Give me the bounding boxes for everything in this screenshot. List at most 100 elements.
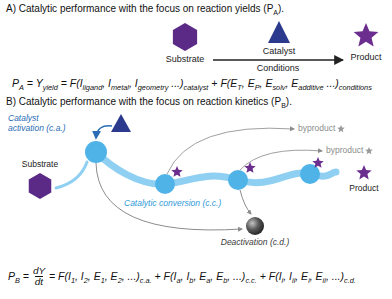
product-star	[356, 165, 371, 179]
formula-term: , E	[260, 77, 273, 89]
formula-term: , E	[210, 270, 223, 282]
deactivated-ball	[246, 217, 264, 235]
formula-subscript: a	[176, 276, 180, 285]
node-label: Deactivation (c.d.)	[221, 238, 290, 248]
formula-subscript: 1	[101, 276, 105, 285]
product-star	[171, 166, 182, 177]
node-label: Substrate	[166, 54, 205, 64]
edge-label: Conditions	[257, 63, 300, 73]
formula-subscript: b	[189, 276, 193, 285]
node-label: Product	[350, 52, 381, 62]
byproduct-path	[167, 128, 294, 174]
byproduct-star	[366, 147, 374, 154]
byproduct-star	[338, 125, 346, 132]
formula-term: , ...)	[122, 270, 140, 282]
formula-subscript: c.c.	[245, 276, 256, 285]
label-text: ).	[286, 96, 292, 107]
label-text: Catalyst activation (c.a.)	[8, 113, 66, 133]
catalyst-circle	[85, 141, 107, 163]
label-text: B) Catalytic performance with the focus …	[6, 96, 281, 107]
formula-term: , E	[193, 270, 206, 282]
catalyst-triangle	[111, 114, 131, 132]
formula-term: , ...)	[326, 270, 344, 282]
byproduct-star	[364, 146, 374, 156]
formula-subscript: yield	[43, 83, 58, 92]
formula-subscript: P	[255, 83, 260, 92]
formula-subscript: b	[223, 276, 227, 285]
formula-subscript: c.a.	[140, 276, 152, 285]
formula-term: ...)	[168, 77, 183, 89]
formula-subscript: ligand	[83, 83, 103, 92]
formula-subscript: B	[15, 276, 20, 285]
panel-title: B) Catalytic performance with the focus …	[6, 96, 292, 110]
label-text: A) Catalytic performance with the focus …	[6, 3, 273, 14]
byproduct-node: byproduct	[326, 146, 374, 156]
formula-subscript: catalyst	[184, 83, 209, 92]
formula-term: , I	[181, 270, 190, 282]
formula-subscript: 2	[118, 276, 122, 285]
kinetics-formula: PB = dYdt = F(I1, I2, E1, E2, ...)c.a. +…	[8, 266, 356, 288]
formula-term: , I	[75, 270, 84, 282]
formula-subscript: 1	[71, 276, 75, 285]
formula-term: + F(E	[208, 77, 237, 89]
formula-term: , E	[88, 270, 101, 282]
substrate-node: Substrate	[160, 22, 210, 64]
activation-arrow	[96, 126, 112, 138]
reaction-arrow	[213, 59, 343, 60]
formula-subscript: A	[19, 83, 24, 92]
substrate-entry	[56, 162, 87, 188]
formula-term: , E	[310, 270, 323, 282]
catalyst-circle	[155, 174, 175, 194]
yield-formula: PA = Yyield = F(Iligand, Imetal, Igeomet…	[12, 77, 372, 93]
formula-term: =	[20, 270, 32, 282]
formula-term: = F(I	[46, 270, 71, 282]
substrate-hexagon	[26, 172, 54, 200]
product-star	[354, 23, 379, 47]
conversion-path	[96, 152, 336, 184]
deactivation-node: Deactivation (c.d.)	[220, 216, 290, 248]
formula-subscript: solv	[272, 83, 285, 92]
product-node: Product	[344, 164, 384, 194]
formula-term: P	[12, 77, 19, 89]
product-star	[352, 22, 380, 50]
formula-term: , ...)	[227, 270, 245, 282]
node-label: byproduct	[298, 124, 335, 134]
formula-subscript: additive	[298, 83, 323, 92]
formula-term: + F(I	[257, 270, 282, 282]
formula-term: , I	[129, 77, 138, 89]
node-label: Catalyst	[263, 46, 296, 56]
stage-label: Catalyst activation (c.a.)	[8, 114, 70, 134]
node-label: byproduct	[326, 146, 363, 156]
catalyst-triangle	[268, 21, 290, 43]
substrate-hexagon	[170, 22, 200, 52]
formula-subscript: T	[237, 83, 242, 92]
node-label: Product	[349, 184, 378, 194]
formula-subscript: i	[308, 276, 310, 285]
panel-title: A) Catalytic performance with the focus …	[6, 3, 284, 17]
node-label: Substrate	[22, 160, 58, 170]
formula-subscript: i	[282, 276, 284, 285]
formula-term: dt	[35, 276, 43, 287]
formula-term: , I	[102, 77, 111, 89]
formula-subscript: A	[273, 9, 278, 16]
catalyst-circle	[300, 164, 320, 184]
formula-term: , E	[242, 77, 255, 89]
byproduct-node: byproduct	[298, 124, 346, 134]
formula-subscript: c.d.	[344, 276, 356, 285]
substrate-hexagon	[173, 23, 197, 51]
formula-term: dY	[33, 266, 45, 276]
formula-subscript: geometry	[138, 83, 169, 92]
product-node: Product	[346, 22, 386, 62]
product-star	[244, 162, 255, 173]
formula-term: , E	[105, 270, 118, 282]
deactivation-path	[240, 190, 251, 214]
substrate-node: Substrate	[14, 160, 66, 200]
formula-term: , E	[285, 77, 298, 89]
stage-label: Catalytic conversion (c.c.)	[124, 198, 221, 208]
label-text: ).	[278, 3, 284, 14]
formula-term: , I	[283, 270, 292, 282]
formula-subscript: 2	[84, 276, 88, 285]
formula-subscript: conditions	[339, 83, 372, 92]
formula-term: P	[8, 270, 15, 282]
